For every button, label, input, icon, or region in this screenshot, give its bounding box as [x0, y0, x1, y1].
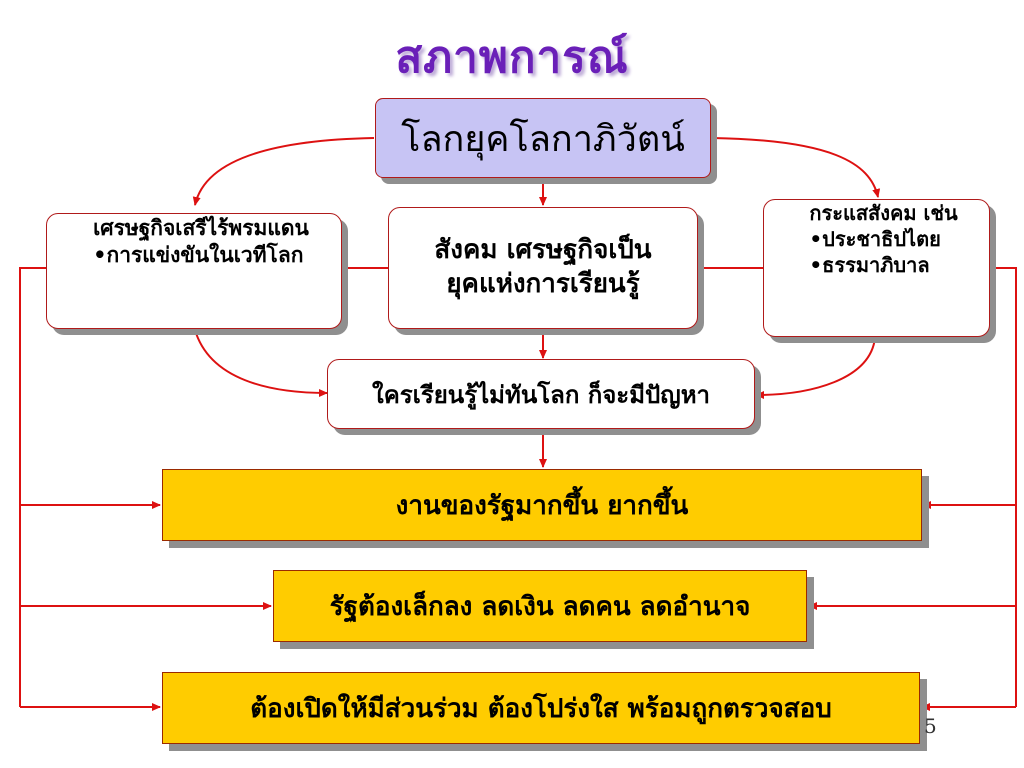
page-number: 5 [924, 714, 937, 738]
node-social-trends: กระแสสังคม เช่น •ประชาธิปไตย •ธรรมาภิบาล [763, 199, 990, 337]
node-learning-era-line2: ยุคแห่งการเรียนรู้ [446, 269, 640, 299]
result-smaller-state: รัฐต้องเล็กลง ลดเงิน ลดคน ลดอำนาจ [273, 570, 807, 642]
node-learning-problem: ใครเรียนรู้ไม่ทันโลก ก็จะมีปัญหา [327, 359, 755, 429]
node-learning-era-line1: สังคม เศรษฐกิจเป็น [434, 235, 652, 266]
bracket-right [990, 267, 1017, 707]
node-social-trends-line2: •ประชาธิปไตย [809, 227, 941, 251]
result-smaller-state-label: รัฐต้องเล็กลง ลดเงิน ลดคน ลดอำนาจ [329, 591, 751, 622]
result-participation-transparency: ต้องเปิดให้มีส่วนร่วม ต้องโปร่งใส พร้อมถ… [162, 672, 920, 744]
page-title: สภาพการณ์ [395, 32, 629, 83]
node-globalization: โลกยุคโลกาภิวัตน์ [375, 98, 711, 178]
bracket-left [19, 267, 46, 707]
node-learning-problem-label: ใครเรียนรู้ไม่ทันโลก ก็จะมีปัญหา [371, 379, 710, 409]
node-free-economy: เศรษฐกิจเสรีไร้พรมแดน •การแข่งขันในเวทีโ… [46, 213, 342, 329]
arrow-left-to-mid [194, 329, 328, 397]
result-more-state-work: งานของรัฐมากขึ้น ยากขึ้น [162, 469, 922, 541]
arrow-top-to-left [192, 137, 375, 206]
node-globalization-label: โลกยุคโลกาภิวัตน์ [401, 118, 685, 160]
arrow-right-to-mid [755, 337, 876, 399]
node-free-economy-line1: เศรษฐกิจเสรีไร้พรมแดน [93, 215, 309, 240]
node-free-economy-line2: •การแข่งขันในเวทีโลก [93, 242, 304, 268]
node-social-trends-line3: •ธรรมาภิบาล [809, 253, 930, 277]
arrow-top-to-right [711, 137, 881, 198]
result-participation-transparency-label: ต้องเปิดให้มีส่วนร่วม ต้องโปร่งใส พร้อมถ… [250, 693, 832, 724]
result-more-state-work-label: งานของรัฐมากขึ้น ยากขึ้น [395, 490, 689, 521]
node-social-trends-line1: กระแสสังคม เช่น [809, 201, 958, 225]
node-learning-era: สังคม เศรษฐกิจเป็น ยุคแห่งการเรียนรู้ [388, 207, 698, 329]
